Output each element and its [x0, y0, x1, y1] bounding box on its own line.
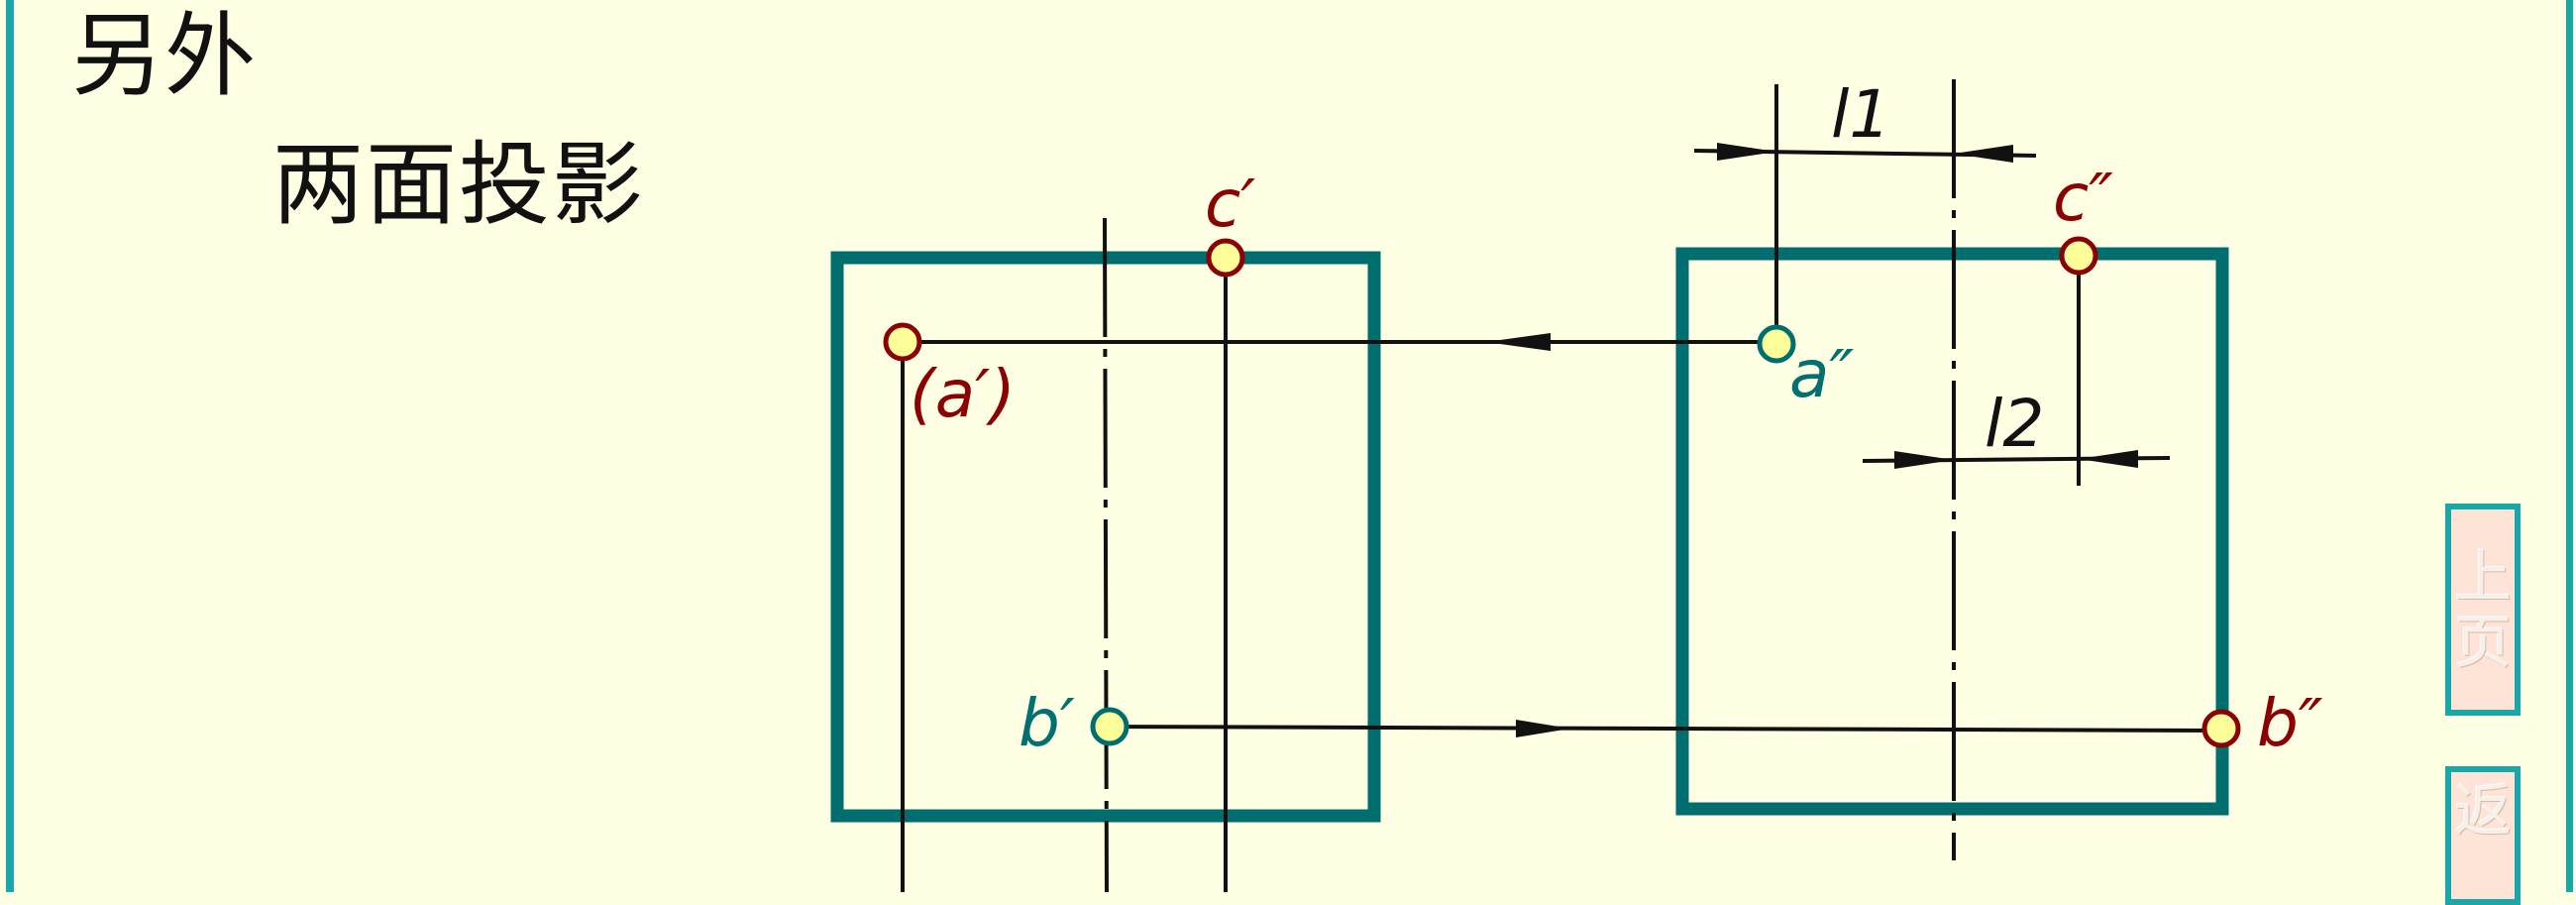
arrow-a — [1486, 333, 1551, 351]
prev-page-button[interactable]: 上 页 — [2445, 504, 2521, 716]
point-c-front — [1206, 238, 1245, 278]
point-b-front — [1090, 707, 1129, 746]
l1-arrow-left — [1717, 143, 1776, 161]
point-c-side — [2059, 236, 2098, 276]
point-a-front — [883, 322, 922, 362]
right-frame-border — [2562, 0, 2576, 892]
prev-page-char-1: 上 — [2453, 543, 2512, 611]
projection-line-b — [1109, 725, 2222, 733]
label-c-front: c′ — [1205, 166, 1255, 242]
label-c-side: c″ — [2053, 160, 2113, 236]
point-b-side — [2201, 709, 2241, 748]
label-b-side: b″ — [2257, 685, 2323, 761]
title-line-1: 另外 — [71, 3, 259, 109]
front-center-line — [1103, 217, 1109, 892]
prev-page-char-2: 页 — [2453, 609, 2512, 676]
label-l1: l1 — [1831, 76, 1890, 153]
point-a-side — [1757, 324, 1796, 364]
label-a-side: a″ — [1789, 336, 1854, 412]
arrow-b — [1516, 720, 1570, 737]
label-a-front: (a′) — [910, 356, 1016, 432]
l2-arrow-right — [2079, 450, 2138, 468]
label-l2: l2 — [1985, 386, 2044, 462]
back-button[interactable]: 返 — [2445, 766, 2521, 905]
back-char-1: 返 — [2453, 777, 2512, 845]
l1-arrow-right — [1954, 145, 2013, 163]
left-frame-border — [0, 0, 20, 892]
label-b-front: b′ — [1019, 685, 1075, 761]
title-line-2: 两面投影 — [272, 132, 646, 238]
l2-arrow-left — [1894, 451, 1954, 469]
